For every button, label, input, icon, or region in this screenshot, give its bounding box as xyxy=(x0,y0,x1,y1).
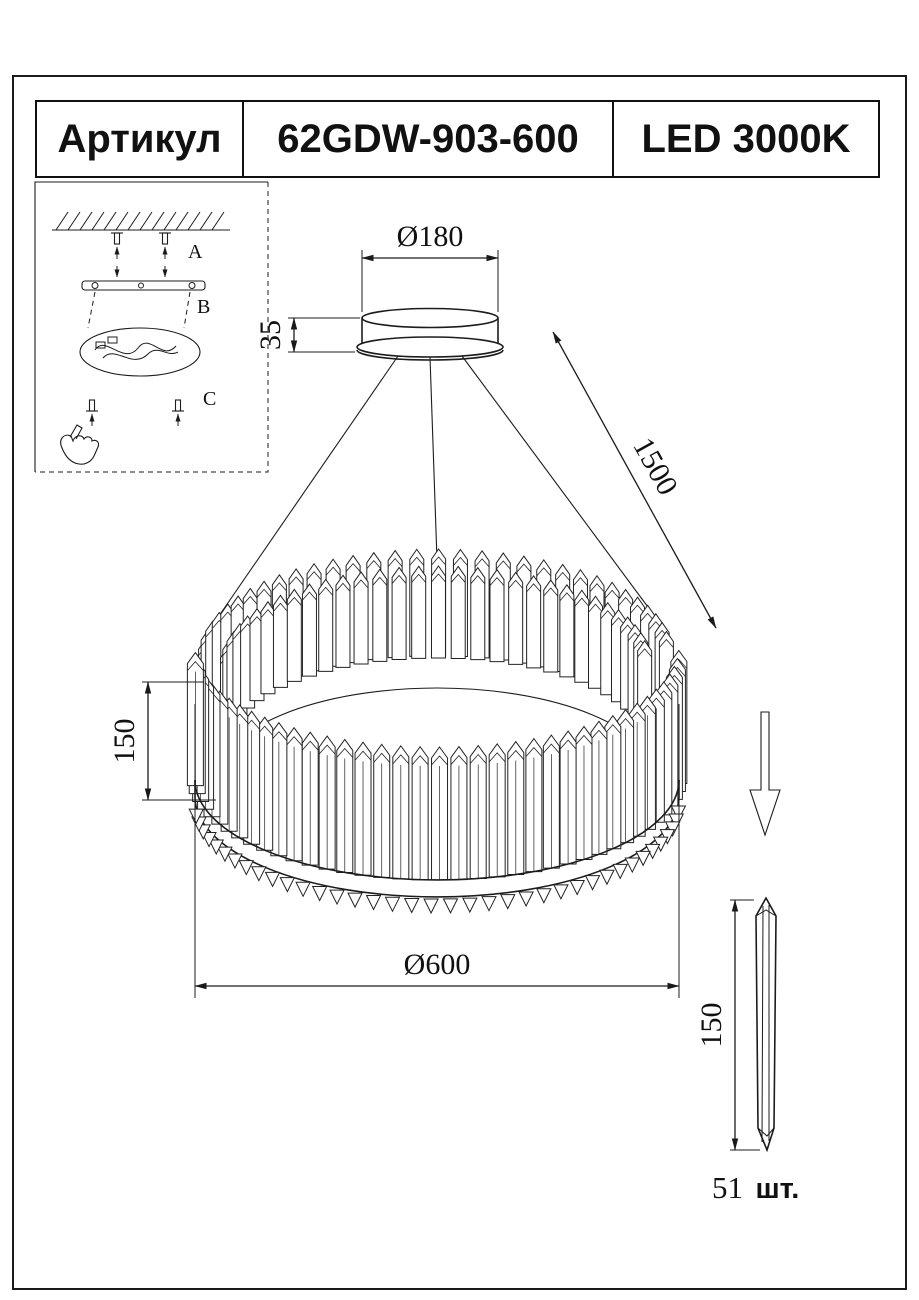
dim-ring-height: 150 xyxy=(108,681,216,801)
svg-text:35: 35 xyxy=(254,320,287,350)
crystal-ring-back xyxy=(198,548,674,747)
title-table: Артикул 62GDW-903-600 LED 3000K xyxy=(35,100,880,178)
svg-text:1500: 1500 xyxy=(626,432,684,500)
svg-text:Ø180: Ø180 xyxy=(397,220,464,253)
anchor-screws-icon xyxy=(111,232,171,259)
detail-pointer-arrow xyxy=(749,711,781,837)
svg-text:150: 150 xyxy=(108,719,141,764)
hand-icon xyxy=(60,424,100,465)
svg-text:150: 150 xyxy=(695,1003,728,1048)
dim-ring-diameter: Ø600 xyxy=(194,704,680,998)
step-b-label: B xyxy=(197,296,210,318)
canopy-screws-icon xyxy=(86,399,184,426)
dim-canopy-height: 35 xyxy=(254,317,360,353)
mounting-bracket-icon xyxy=(81,266,206,291)
ring-bottom-fringe xyxy=(188,805,687,915)
ceiling-hatch-icon xyxy=(52,211,230,231)
crystal-ring-front xyxy=(186,649,688,881)
dim-crystal-height: 150 xyxy=(695,899,760,1151)
step-a-label: A xyxy=(188,241,203,263)
mounting-inset: A B C xyxy=(34,181,269,473)
svg-text:Ø600: Ø600 xyxy=(404,948,471,981)
dim-canopy-diameter: Ø180 xyxy=(361,220,499,312)
article-label: Артикул xyxy=(57,116,222,161)
led-spec: LED 3000K xyxy=(641,116,851,161)
canopy-wiring-icon xyxy=(79,291,201,377)
page-border xyxy=(12,75,907,1290)
step-c-label: C xyxy=(203,388,216,410)
crystal-detail xyxy=(755,896,777,1153)
crystal-quantity: 51 шт. xyxy=(712,1170,799,1205)
article-number: 62GDW-903-600 xyxy=(242,102,614,176)
canopy xyxy=(356,307,504,361)
